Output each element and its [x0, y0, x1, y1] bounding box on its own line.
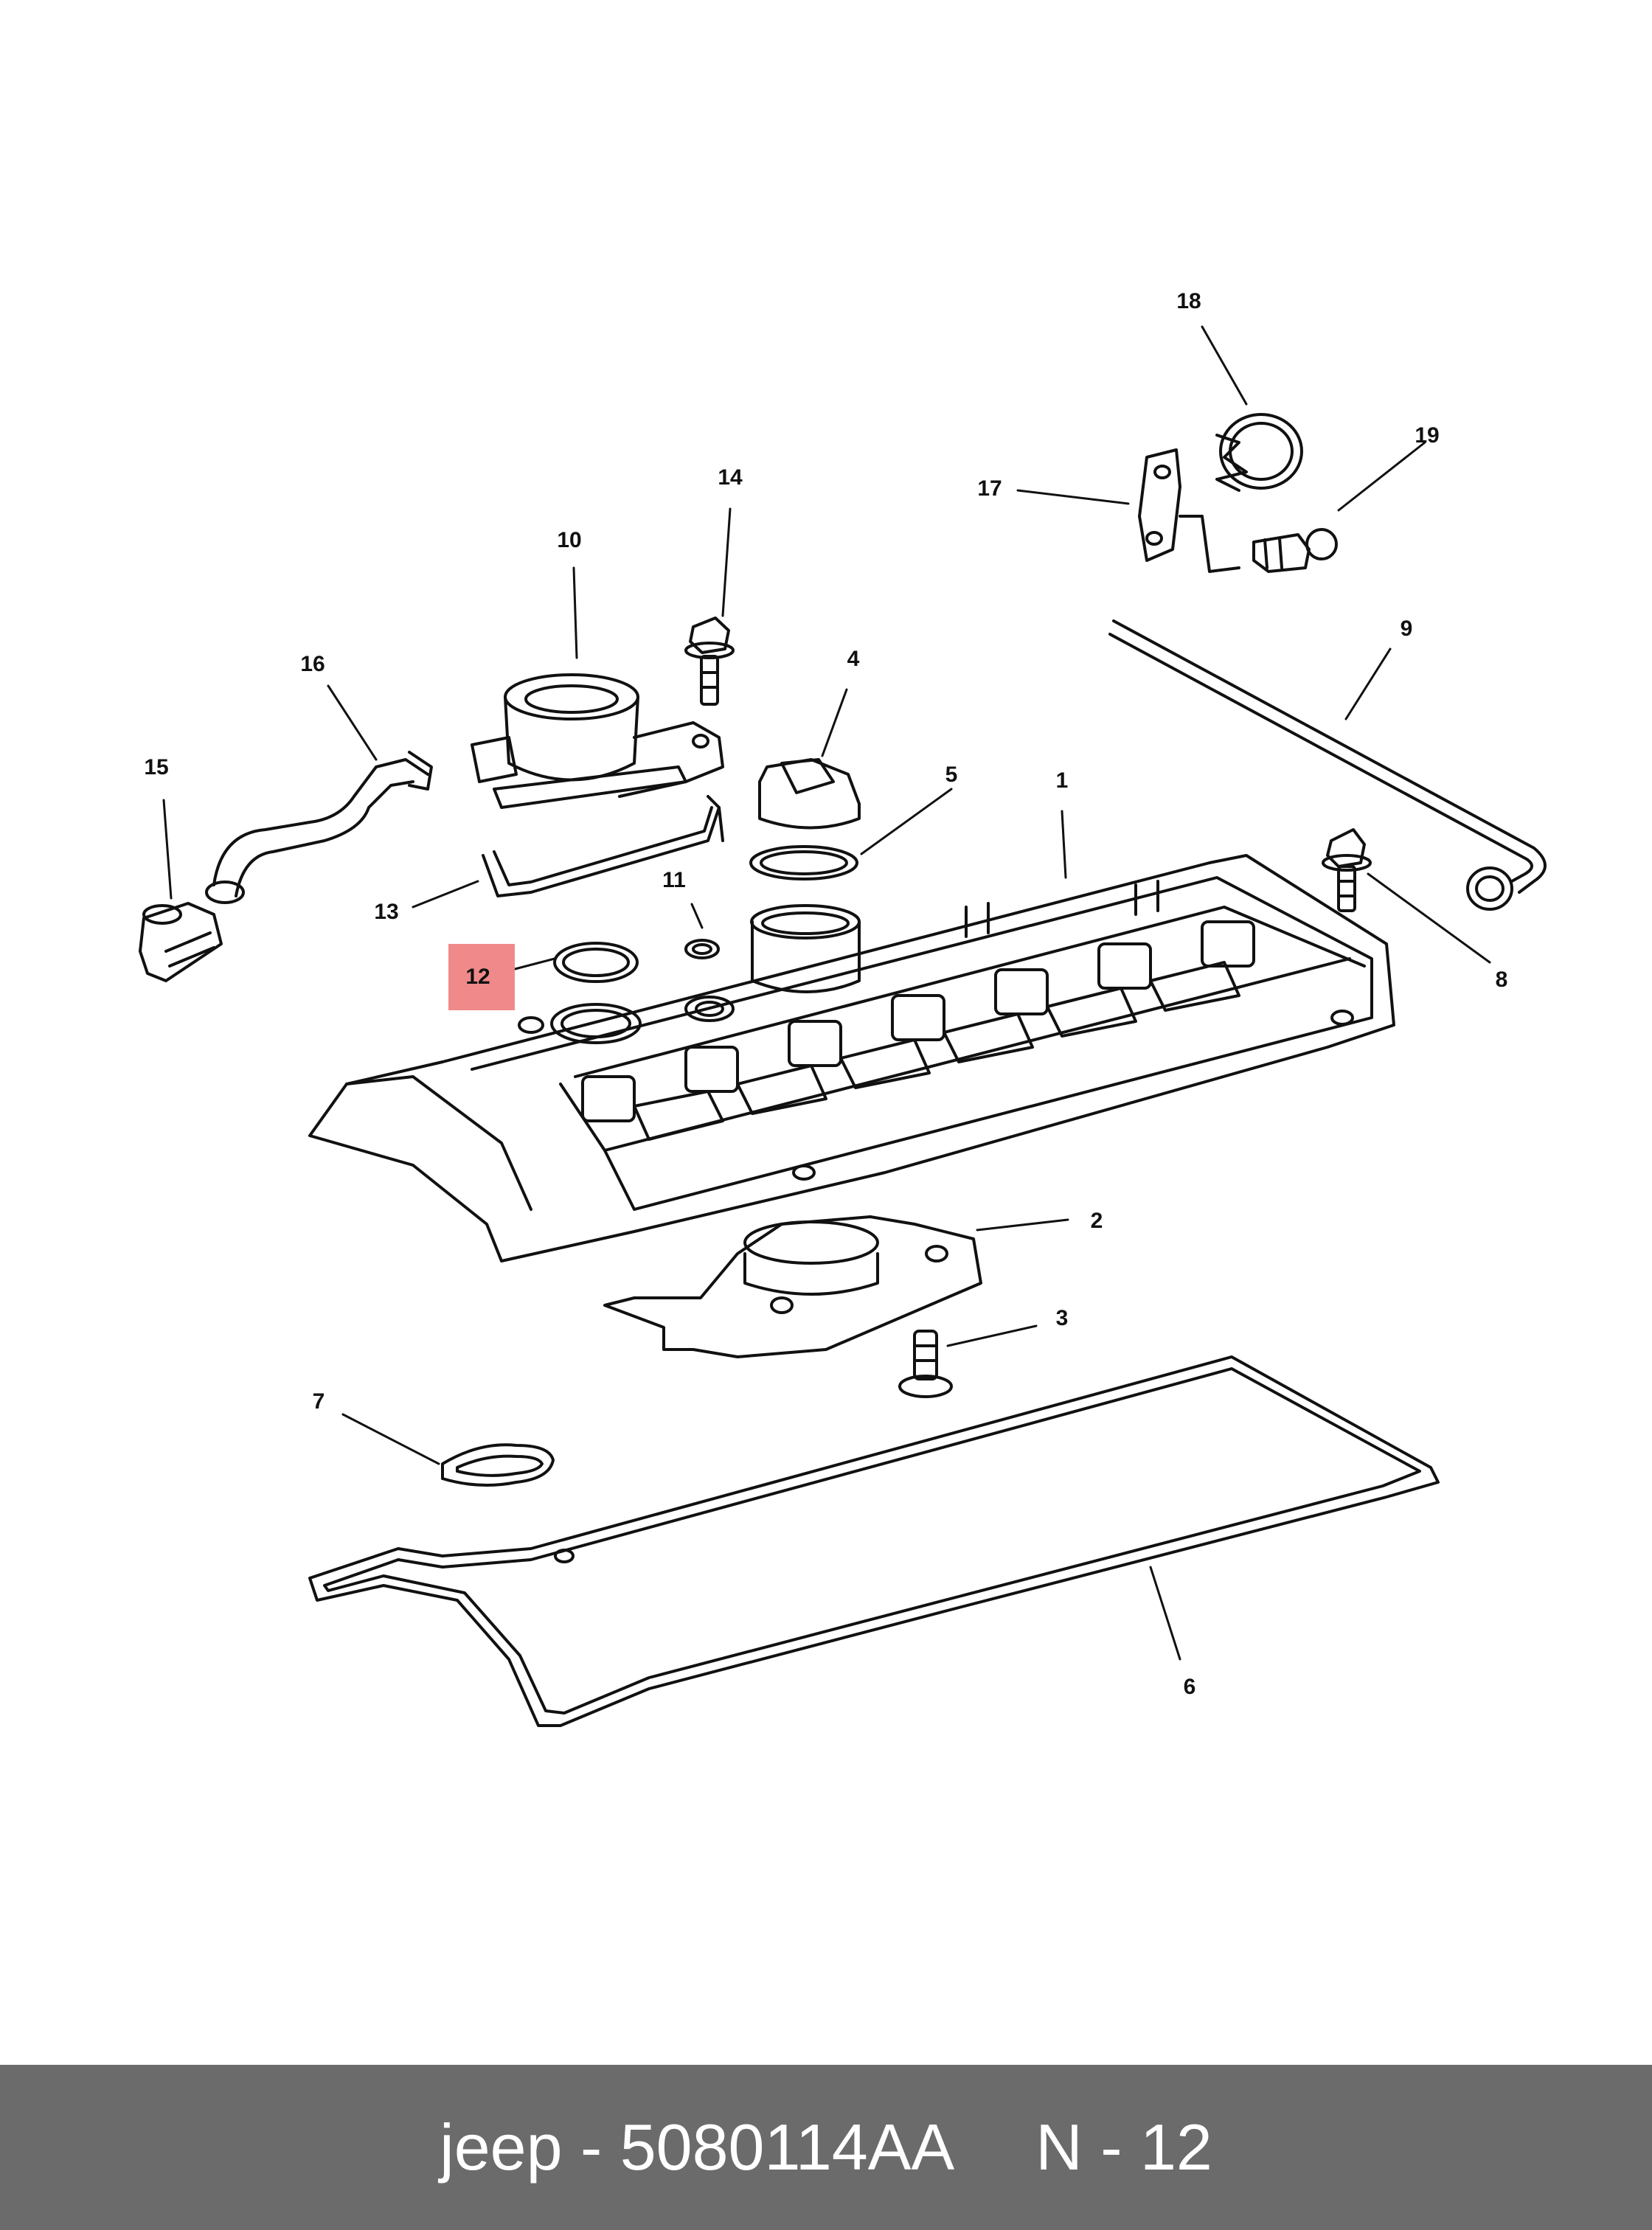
- hose: [205, 751, 433, 904]
- leader-lines: [162, 325, 1491, 1661]
- callout-18: 18: [1176, 289, 1201, 313]
- callout-7: 7: [313, 1389, 325, 1414]
- bolt-14: [684, 616, 735, 706]
- callout-6: 6: [1184, 1675, 1196, 1699]
- screw-19: [1252, 528, 1338, 573]
- callout-19: 19: [1415, 423, 1439, 448]
- callout-15: 15: [144, 755, 168, 779]
- callout-11: 11: [662, 868, 686, 892]
- bolt-8: [1322, 828, 1372, 912]
- breather-pipe: [1108, 619, 1547, 911]
- callout-10: 10: [557, 528, 581, 552]
- filler-neck: [750, 904, 861, 993]
- parts-diagram: 1 2 3 4 5 6 7 8 9 10 11 12 13 14 15 16 1…: [139, 289, 1547, 1727]
- oil-cap: [758, 758, 861, 830]
- seal-ring: [749, 845, 858, 880]
- highlight-box: [448, 944, 515, 1010]
- valve-cover: [308, 854, 1395, 1262]
- callout-16: 16: [300, 652, 324, 676]
- hose-connector: [139, 902, 223, 982]
- breather-valve: [471, 673, 724, 809]
- washer-11: [684, 939, 720, 959]
- callout-4: 4: [847, 647, 860, 671]
- screw: [898, 1330, 953, 1398]
- bracket-13: [482, 795, 724, 897]
- callout-5: 5: [945, 763, 958, 787]
- gasket: [308, 1355, 1440, 1727]
- o-ring-12: [553, 942, 639, 983]
- bracket-17: [1138, 448, 1240, 573]
- footer-bar: jeep - 5080114AA N - 12: [0, 2065, 1652, 2230]
- callout-1: 1: [1056, 768, 1069, 793]
- clamp: [1215, 413, 1303, 492]
- callout-14: 14: [718, 465, 743, 490]
- callout-3: 3: [1056, 1306, 1069, 1330]
- baffle: [603, 1215, 982, 1358]
- washer-on-cover: [684, 996, 735, 1022]
- callout-12: 12: [465, 965, 490, 989]
- part-number-text: jeep - 5080114AA: [440, 2111, 955, 2184]
- callout-8: 8: [1496, 968, 1508, 992]
- callout-2: 2: [1091, 1209, 1103, 1233]
- callout-labels: 1 2 3 4 5 6 7 8 9 10 11 12 13 14 15 16 1…: [144, 289, 1507, 1699]
- callout-13: 13: [374, 900, 398, 924]
- small-seal: [441, 1443, 555, 1487]
- callout-9: 9: [1401, 616, 1413, 641]
- o-ring-seat: [550, 1003, 642, 1044]
- callout-17: 17: [977, 476, 1002, 501]
- callout-reference-text: N - 12: [1035, 2111, 1212, 2184]
